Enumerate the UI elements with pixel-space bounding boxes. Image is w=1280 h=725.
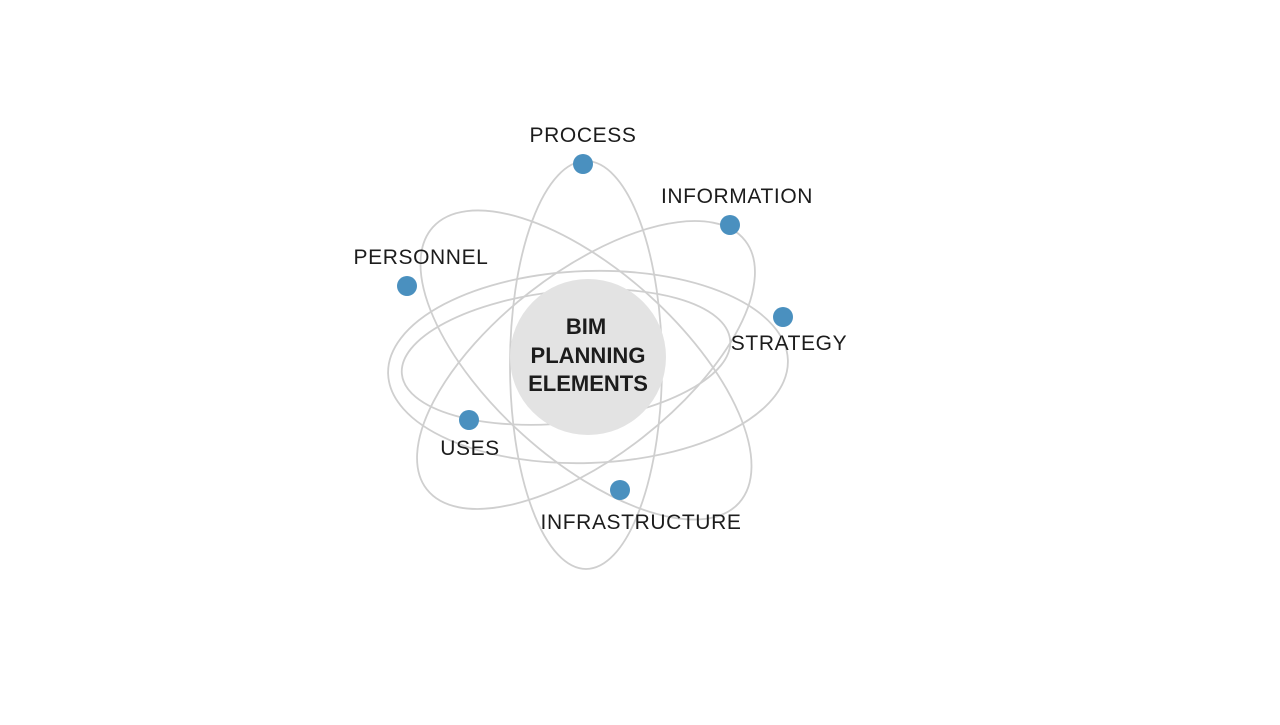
label-uses: USES bbox=[440, 437, 500, 460]
node-information[interactable] bbox=[720, 215, 740, 235]
core: BIM PLANNING ELEMENTS bbox=[510, 279, 666, 435]
label-personnel: PERSONNEL bbox=[354, 246, 489, 269]
labels: PROCESS INFORMATION PERSONNEL STRATEGY U… bbox=[354, 124, 847, 534]
label-process: PROCESS bbox=[530, 124, 637, 147]
core-line-2: PLANNING bbox=[531, 343, 646, 368]
node-process[interactable] bbox=[573, 154, 593, 174]
node-infrastructure[interactable] bbox=[610, 480, 630, 500]
label-information: INFORMATION bbox=[661, 185, 813, 208]
orbit-horizontal-lower bbox=[387, 269, 789, 465]
label-infrastructure: INFRASTRUCTURE bbox=[541, 511, 742, 534]
node-personnel[interactable] bbox=[397, 276, 417, 296]
core-line-3: ELEMENTS bbox=[528, 371, 648, 396]
core-line-1: BIM bbox=[566, 314, 606, 339]
node-strategy[interactable] bbox=[773, 307, 793, 327]
core-circle bbox=[510, 279, 666, 435]
orbit-diagonal-right bbox=[416, 220, 756, 510]
orbit-diagonal-left bbox=[419, 209, 753, 521]
label-strategy: STRATEGY bbox=[731, 332, 847, 355]
nodes bbox=[397, 154, 793, 500]
node-uses[interactable] bbox=[459, 410, 479, 430]
